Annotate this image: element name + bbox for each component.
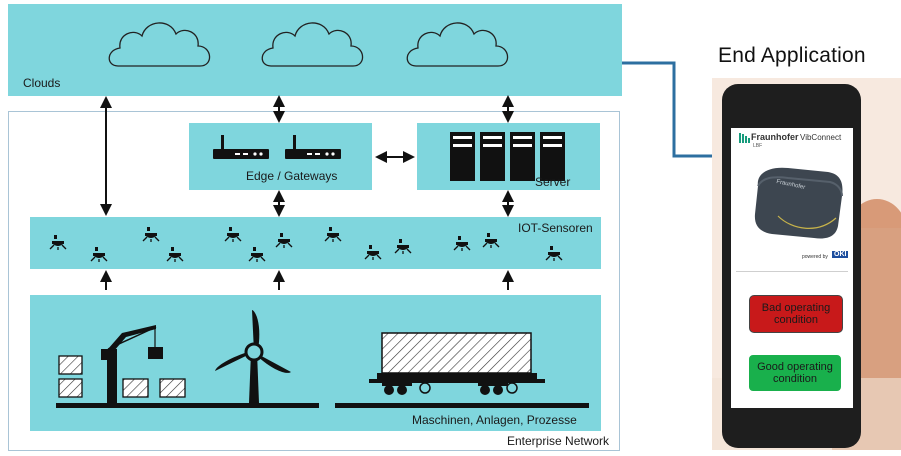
bad-status-button[interactable]: Bad operating condition <box>749 295 843 333</box>
sensor-icon <box>224 226 242 243</box>
sensor-icon <box>482 232 500 249</box>
machine-illustrations <box>56 310 589 408</box>
powered-by-label: powered by <box>802 254 828 260</box>
product-name: VibConnect <box>800 133 842 142</box>
iot-sensors-layer <box>30 217 601 269</box>
sensor-icon <box>166 246 184 263</box>
sensor-icon <box>324 226 342 243</box>
powered-by-logo: OKI <box>832 251 849 258</box>
sensor-device-image <box>754 167 843 239</box>
cloud-icon <box>261 22 364 67</box>
machines-label: Maschinen, Anlagen, Prozesse <box>412 413 577 427</box>
router-icon <box>213 135 269 159</box>
sensor-icon <box>90 246 108 263</box>
cloud-icon <box>108 22 211 67</box>
sensor-icon <box>453 235 471 252</box>
sensor-icon <box>364 244 382 261</box>
sensor-icon <box>394 238 412 255</box>
server-box <box>417 123 600 190</box>
cloud-icon <box>406 22 509 67</box>
sensor-icon <box>545 245 563 262</box>
wind-turbine-icon <box>211 310 319 408</box>
sensor-icon <box>49 234 67 251</box>
fraunhofer-sub: LBF <box>753 143 763 149</box>
fraunhofer-brand: Fraunhofer <box>751 132 799 142</box>
crane-icon <box>56 325 219 408</box>
router-icon <box>285 135 341 159</box>
rail-wagon-icon <box>335 332 589 408</box>
server-label: Server <box>535 175 571 189</box>
clouds-label: Clouds <box>23 76 61 90</box>
iot-sensors-label: IOT-Sensoren <box>518 221 593 235</box>
end-application-title: End Application <box>718 44 866 67</box>
enterprise-network-label: Enterprise Network <box>507 434 610 448</box>
sensor-icon <box>275 232 293 249</box>
sensor-icon <box>142 226 160 243</box>
sensor-icons <box>49 226 563 263</box>
server-icons <box>450 132 565 181</box>
fraunhofer-logo-icon <box>739 133 750 143</box>
enterprise-network-frame <box>8 111 620 451</box>
edge-gateways-label: Edge / Gateways <box>246 169 338 183</box>
screen-divider <box>736 271 848 272</box>
app-connector-line <box>622 61 716 158</box>
good-status-button[interactable]: Good operating condition <box>748 354 842 392</box>
sensor-icon <box>248 246 266 263</box>
